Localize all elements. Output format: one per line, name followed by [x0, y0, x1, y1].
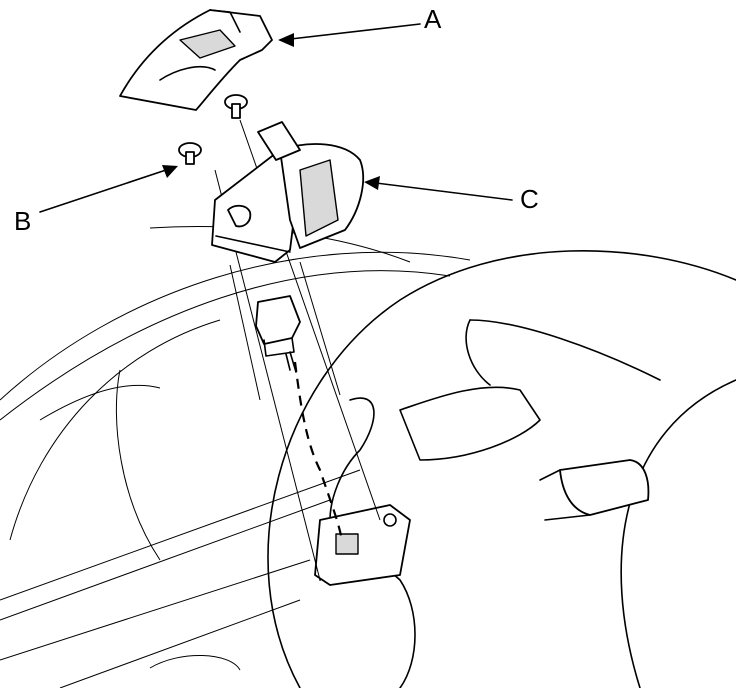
leader-lines	[39, 23, 513, 213]
dashboard-outline	[0, 226, 471, 688]
callout-label-a: A	[424, 4, 442, 34]
steering-wheel	[267, 249, 736, 688]
callout-label-b: B	[14, 206, 32, 236]
switch-cover-panel-icon	[119, 9, 273, 111]
screw-icon	[178, 94, 248, 165]
harness-routing-line	[293, 361, 344, 541]
wire-connector	[255, 295, 301, 373]
cruise-control-switch-icon	[211, 121, 364, 263]
callout-label-c: C	[520, 184, 539, 214]
